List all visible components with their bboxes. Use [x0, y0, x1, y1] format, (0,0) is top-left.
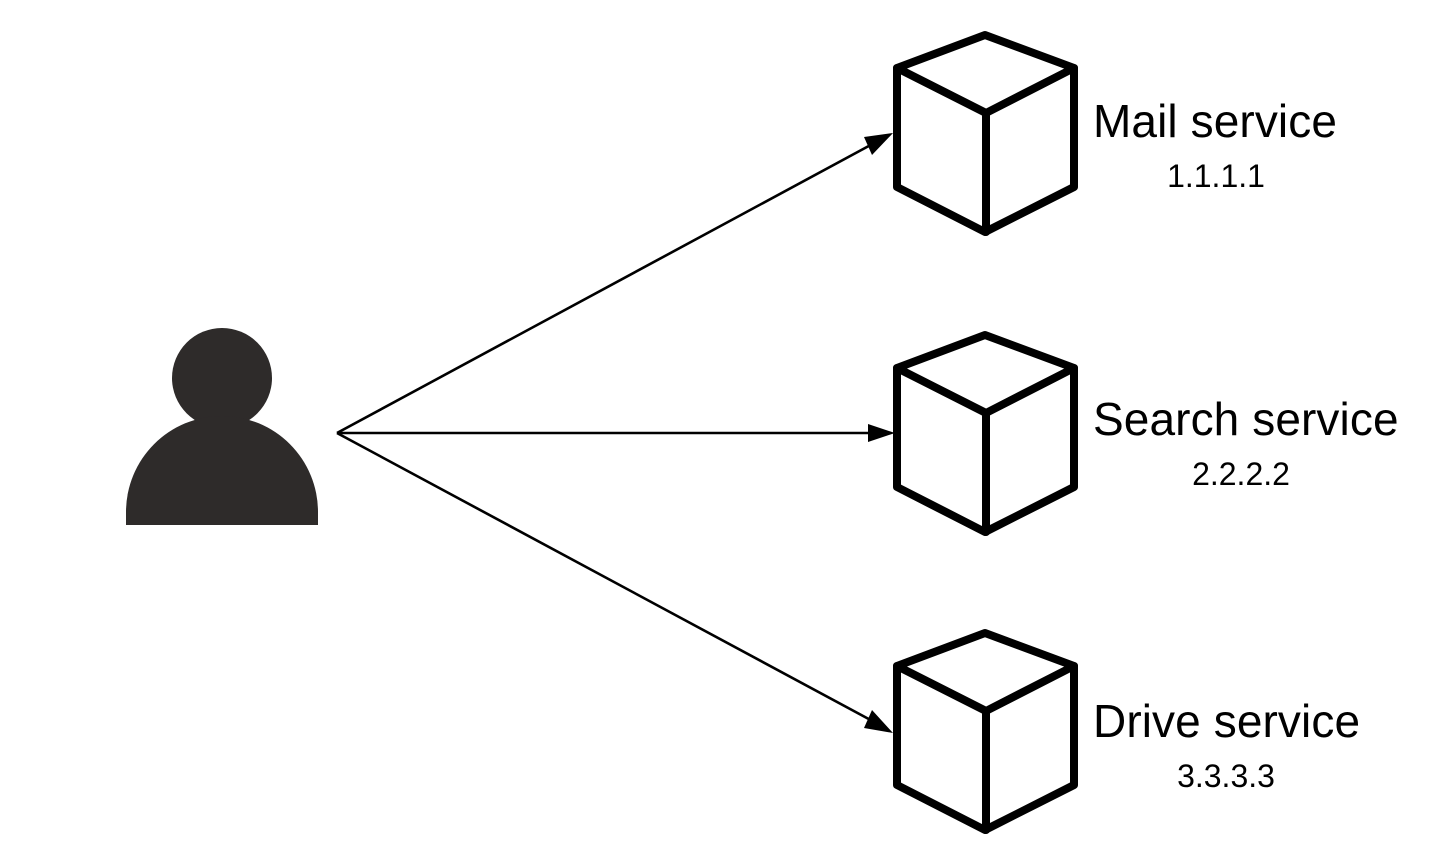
user-head-icon	[172, 328, 272, 428]
user-body-icon	[126, 416, 318, 525]
node-title: Search service	[1093, 393, 1399, 445]
cube-icon-drive-service[interactable]	[893, 629, 1078, 834]
arrowhead-icon	[868, 424, 895, 442]
client-user-icon[interactable]	[126, 328, 318, 525]
cube-icon-search-service[interactable]	[893, 331, 1078, 536]
connector-line	[336, 431, 879, 726]
node-address: 3.3.3.3	[1177, 758, 1275, 794]
node-address: 2.2.2.2	[1192, 456, 1290, 492]
arrowhead-icon	[864, 710, 893, 733]
connector-line	[336, 139, 879, 435]
node-label-mail-service: Mail service 1.1.1.1	[1093, 98, 1423, 192]
node-address: 1.1.1.1	[1167, 158, 1265, 194]
cube-icon-mail-service[interactable]	[893, 31, 1078, 236]
node-title: Mail service	[1093, 95, 1338, 147]
connector-client-to-search[interactable]	[337, 424, 895, 442]
arrowhead-icon	[864, 133, 893, 155]
node-label-drive-service: Drive service 3.3.3.3	[1093, 698, 1423, 792]
connector-client-to-drive[interactable]	[336, 431, 893, 733]
node-label-search-service: Search service 2.2.2.2	[1093, 396, 1423, 490]
node-title: Drive service	[1093, 695, 1361, 747]
connector-client-to-mail[interactable]	[336, 133, 893, 435]
